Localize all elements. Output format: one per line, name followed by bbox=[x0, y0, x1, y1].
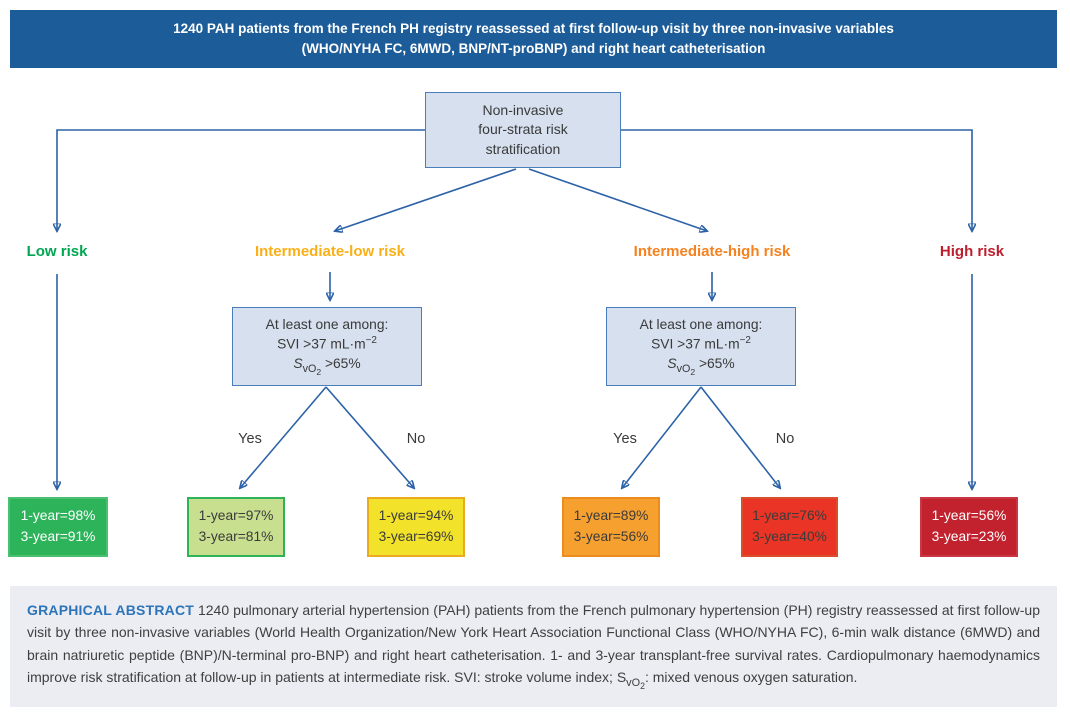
arrow-criteriaB-yes bbox=[622, 386, 702, 488]
title-banner-line2: (WHO/NYHA FC, 6MWD, BNP/NT-proBNP) and r… bbox=[301, 41, 766, 56]
arrow-criteriaB-no bbox=[700, 386, 780, 488]
outcome-3yr: 3-year=23% bbox=[931, 529, 1007, 544]
root-box: Non-invasive four-strata risk stratifica… bbox=[425, 92, 621, 168]
outcome-3yr: 3-year=81% bbox=[198, 529, 274, 544]
root-box-line3: stratification bbox=[485, 140, 561, 157]
outcome-box-intlow-yes: 1-year=97% 3-year=81% bbox=[187, 497, 285, 557]
caption-body: 1240 pulmonary arterial hypertension (PA… bbox=[27, 602, 1041, 686]
branch-label-no-right: No bbox=[775, 431, 795, 447]
outcome-1yr: 1-year=56% bbox=[931, 508, 1007, 524]
arrow-root-to-low bbox=[57, 129, 425, 231]
outcome-1yr: 1-year=98% bbox=[20, 508, 96, 524]
caption-panel: GRAPHICAL ABSTRACT 1240 pulmonary arteri… bbox=[10, 586, 1057, 707]
arrow-criteriaA-no bbox=[325, 386, 414, 488]
outcome-box-high: 1-year=56% 3-year=23% bbox=[920, 497, 1018, 557]
root-box-line2: four-strata risk bbox=[478, 121, 568, 138]
outcome-1yr: 1-year=97% bbox=[198, 508, 274, 524]
criteria-line3: SvO2 >65% bbox=[667, 356, 735, 378]
risk-label-high: High risk bbox=[939, 243, 1005, 260]
outcome-3yr: 3-year=69% bbox=[378, 529, 454, 544]
arrow-root-to-high bbox=[620, 129, 972, 231]
risk-label-intermediate-low: Intermediate-low risk bbox=[254, 243, 406, 260]
arrow-criteriaA-yes bbox=[240, 386, 327, 488]
outcome-box-intlow-no: 1-year=94% 3-year=69% bbox=[367, 497, 465, 557]
criteria-line1: At least one among: bbox=[265, 316, 389, 332]
arrow-root-to-intlow bbox=[335, 168, 517, 231]
branch-label-no-left: No bbox=[406, 431, 426, 447]
caption-label: GRAPHICAL ABSTRACT bbox=[27, 602, 195, 618]
caption-tail: : mixed venous oxygen saturation. bbox=[644, 669, 858, 686]
arrow-root-to-inthigh bbox=[528, 168, 707, 231]
outcome-1yr: 1-year=94% bbox=[378, 508, 454, 524]
outcome-box-inthigh-no: 1-year=76% 3-year=40% bbox=[741, 497, 838, 557]
title-banner-line1: 1240 PAH patients from the French PH reg… bbox=[173, 20, 894, 36]
outcome-1yr: 1-year=89% bbox=[573, 508, 649, 524]
criteria-line2: SVI >37 mL·m−2 bbox=[651, 335, 751, 352]
outcome-box-inthigh-yes: 1-year=89% 3-year=56% bbox=[562, 497, 660, 557]
title-banner: 1240 PAH patients from the French PH reg… bbox=[10, 10, 1057, 68]
criteria-line1: At least one among: bbox=[639, 316, 763, 332]
outcome-box-low: 1-year=98% 3-year=91% bbox=[8, 497, 108, 557]
criteria-box-intermediate-high: At least one among: SVI >37 mL·m−2 SvO2 … bbox=[606, 307, 796, 386]
criteria-line2: SVI >37 mL·m−2 bbox=[277, 335, 377, 352]
root-box-line1: Non-invasive bbox=[482, 101, 564, 118]
branch-label-yes-left: Yes bbox=[238, 431, 262, 447]
caption-svo2: SvO2 bbox=[616, 669, 645, 692]
branch-label-yes-right: Yes bbox=[613, 431, 637, 447]
risk-label-intermediate-high: Intermediate-high risk bbox=[633, 243, 791, 260]
outcome-3yr: 3-year=40% bbox=[752, 529, 827, 544]
criteria-box-intermediate-low: At least one among: SVI >37 mL·m−2 SvO2 … bbox=[232, 307, 422, 386]
outcome-3yr: 3-year=91% bbox=[20, 529, 96, 544]
criteria-line3: SvO2 >65% bbox=[293, 356, 361, 378]
risk-label-low: Low risk bbox=[26, 243, 88, 260]
outcome-3yr: 3-year=56% bbox=[573, 529, 649, 544]
outcome-1yr: 1-year=76% bbox=[752, 508, 827, 524]
